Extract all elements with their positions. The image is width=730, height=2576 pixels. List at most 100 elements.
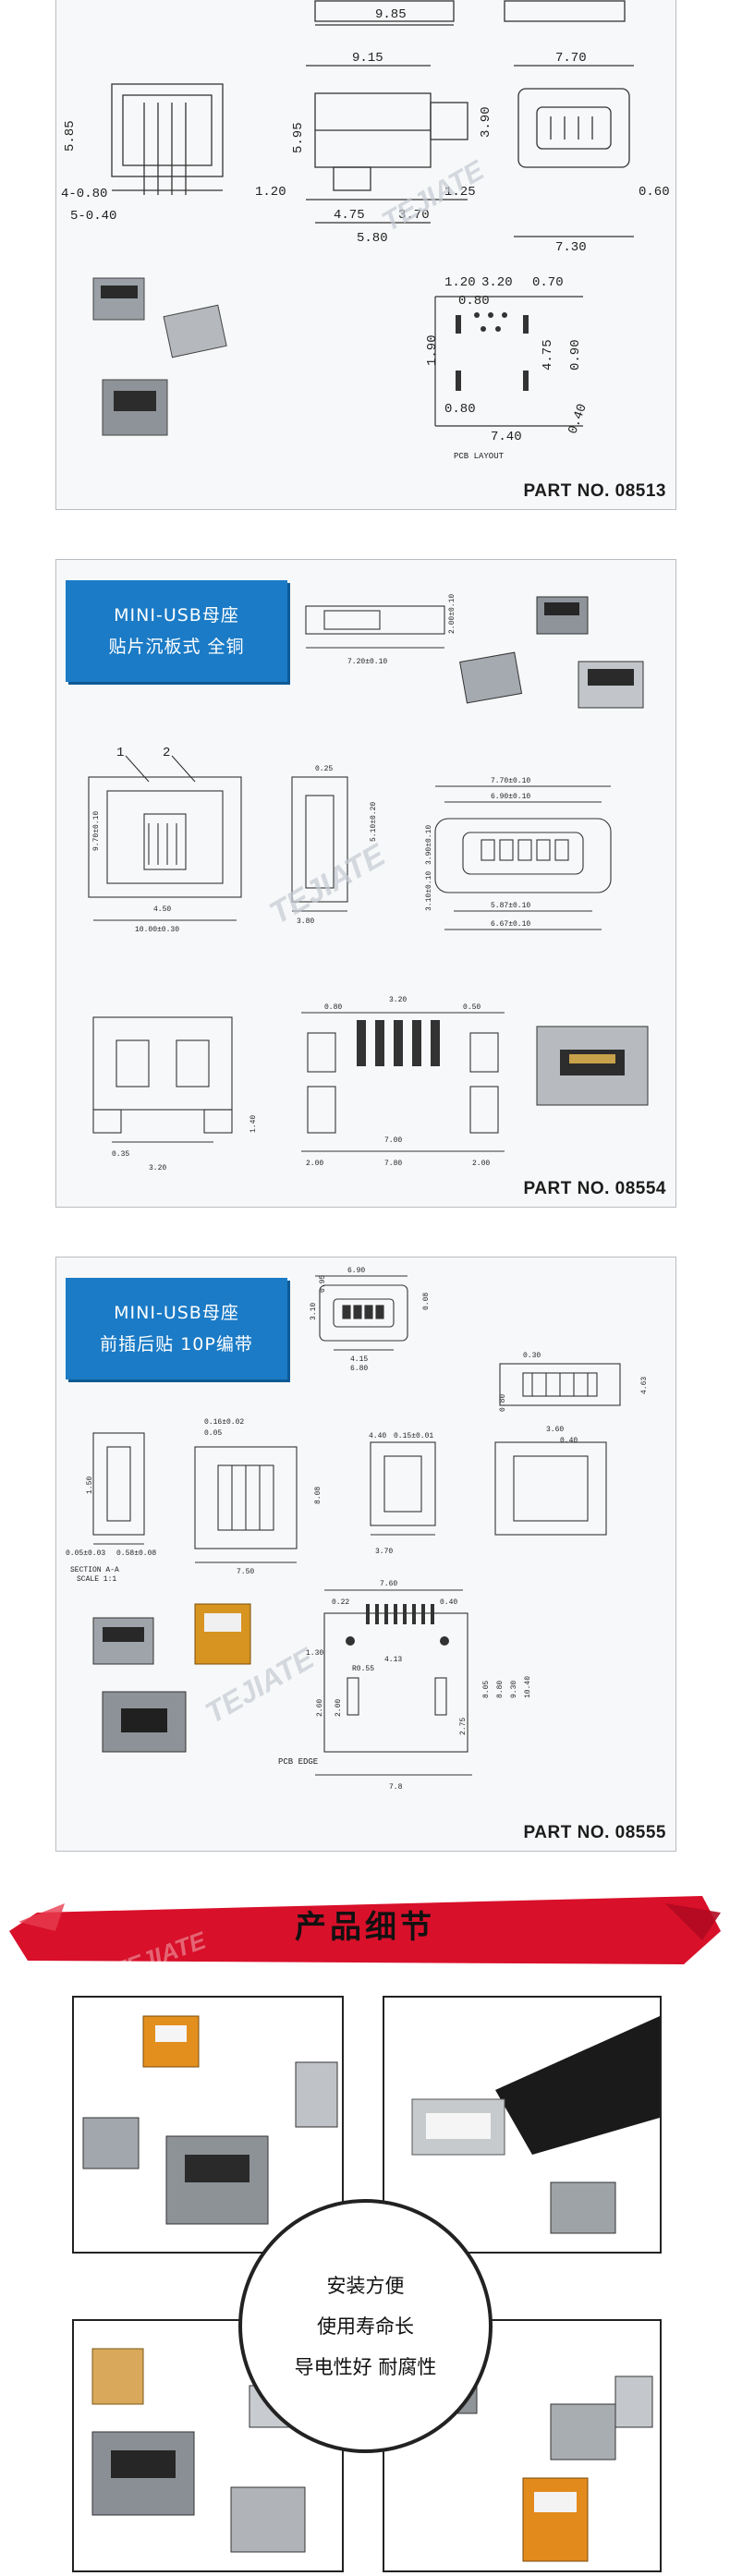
dim-5-87: 5.87±0.10 [491,902,530,910]
dim-10-00: 10.00±0.30 [135,926,179,934]
product-label-line2: 前插后贴 10P编带 [100,1334,253,1355]
drawing-sheet-08555: MINI-USB母座 前插后贴 10P编带 6.90 3.10 0.95 4.1… [55,1257,676,1852]
dim-5-85: 5.85 [63,120,78,152]
scale-note: SCALE 1:1 [77,1575,116,1584]
dim-3-70: 3.70 [375,1548,393,1556]
dim-8-80: 8.80 [496,1681,505,1698]
dim-6-80: 6.80 [350,1365,368,1373]
dim-3-70: 3.70 [398,208,430,223]
banner-brush [9,1896,721,1964]
dim-0-05: 0.05 [204,1429,222,1438]
dim-2-60: 2.60 [316,1699,324,1717]
dim-7-8: 7.8 [389,1783,403,1792]
dim-5-0-40: 5-0.40 [70,209,116,224]
dim-0-80: 0.80 [324,1003,342,1012]
dim-2-00-r: 2.00 [472,1160,490,1168]
drawing-sheet-08554: MINI-USB母座 贴片沉板式 全铜 7.20±0.10 2.00±0.10 [55,559,676,1208]
dim-0-15: 0.15±0.01 [394,1432,433,1440]
dim-0-40: 0.40 [560,1437,578,1445]
part-number: PART NO. 08554 [523,1179,666,1198]
dim-9-15: 9.15 [352,51,383,66]
feature-easy-install: 安装方便 [326,2274,405,2297]
dim-4-50: 4.50 [153,905,171,914]
pcb-edge-label: PCB EDGE [278,1757,318,1767]
dim-9-30: 9.30 [510,1681,518,1698]
dim-4-75: 4.75 [334,208,365,223]
dim-0-30: 0.30 [523,1352,541,1360]
dim-1-20: 1.20 [255,185,286,200]
detail-photo-4 [383,2319,662,2572]
dim-1-20-pcb: 1.20 [444,275,476,290]
callout-2: 2 [163,746,170,760]
dim-r0-55: R0.55 [352,1665,374,1673]
product-label: MINI-USB母座 前插后贴 10P编带 [66,1278,287,1379]
dim-0-95: 0.95 [319,1275,327,1293]
dim-3-60: 3.60 [546,1426,564,1434]
dim-1-30: 1.30 [306,1649,323,1658]
dim-7-70: 7.70 [555,51,587,66]
dim-7-70: 7.70±0.10 [491,777,530,785]
dim-0-22: 0.22 [332,1598,349,1607]
connector-photos [459,596,644,709]
dim-4-0-80: 4-0.80 [61,187,107,201]
dim-1-50: 1.50 [86,1476,94,1494]
dim-6-90: 6.90 [347,1267,365,1275]
dim-9-70: 9.70±0.10 [92,811,101,851]
section-banner: TEJIATE [9,1896,721,1986]
callout-1: 1 [116,746,124,760]
dim-6-67: 6.67±0.10 [491,920,530,929]
product-label-line2: 贴片沉板式 全铜 [108,637,245,657]
dim-1-25: 1.25 [444,185,476,200]
dim-0-16: 0.16±0.02 [204,1418,244,1427]
technical-drawing-08554: 7.20±0.10 2.00±0.10 1 2 9.70±0.10 4.50 1… [88,594,649,1173]
dim-2-00: 2.00±0.10 [448,594,456,634]
dim-0-08: 0.08 [422,1293,431,1310]
dim-0-05-0-03: 0.05±0.03 [66,1549,105,1558]
dim-0-50: 0.50 [463,1003,481,1012]
dim-3-90: 3.90±0.10 [425,825,433,865]
part-number: PART NO. 08555 [523,1823,666,1842]
dim-7-50: 7.50 [237,1568,254,1576]
technical-drawing-08555: 6.90 3.10 0.95 4.15 6.80 0.08 0.30 0.80 … [66,1267,649,1792]
dim-5-80: 5.80 [357,231,388,246]
dim-5-10: 5.10±0.20 [370,802,378,842]
dim-3-80: 3.80 [297,917,314,926]
part-number: PART NO. 08513 [523,481,666,501]
dim-0-58-0-08: 0.58±0.08 [116,1549,156,1558]
dim-1-90: 1.90 [425,334,440,366]
feature-long-life: 使用寿命长 [317,2315,414,2338]
pcb-layout-label: PCB LAYOUT [454,452,505,461]
section-a-a: SECTION A-A [70,1566,119,1574]
dim-0-80: 0.80 [458,294,490,309]
dim-8-08: 8.08 [314,1487,322,1504]
dim-3-20: 3.20 [481,275,513,290]
connector-photos [92,1603,251,1753]
banner-title: 产品细节 [295,1909,435,1946]
dim-0-80: 0.80 [499,1394,507,1412]
connector-photo [92,277,227,436]
dim-0-40-pcb: 0.40 [440,1598,457,1607]
dim-7-20: 7.20±0.10 [347,658,387,666]
connector-photo [536,1026,649,1106]
dim-2-00: 2.00 [335,1699,343,1717]
dim-9-85: 9.85 [375,7,407,22]
dim-0-40: 0.40 [566,402,590,436]
dim-1-40: 1.40 [249,1115,258,1133]
dim-4-75-pcb: 4.75 [541,339,555,371]
product-label-line1: MINI-USB母座 [114,605,239,626]
product-label: MINI-USB母座 贴片沉板式 全铜 [66,580,287,682]
dim-0-60: 0.60 [639,185,670,200]
product-label-line1: MINI-USB母座 [114,1303,239,1323]
dim-3-90: 3.90 [479,106,493,138]
dim-7-40: 7.40 [491,430,522,444]
dim-10-40: 10.40 [524,1676,532,1698]
dim-3-20-b: 3.20 [149,1164,166,1173]
dim-0-35: 0.35 [112,1150,129,1159]
feature-conductivity: 导电性好 耐腐性 [294,2355,437,2378]
dim-8-05: 8.05 [482,1681,491,1698]
dim-7-80: 7.80 [384,1160,402,1168]
dim-0-25: 0.25 [315,765,333,773]
features-circle: 安装方便 使用寿命长 导电性好 耐腐性 [238,2199,493,2453]
dim-4-15: 4.15 [350,1355,368,1364]
technical-drawing-08513: 9.85 5.85 4-0.80 5-0.40 9.15 5.95 3.90 1… [61,0,670,461]
